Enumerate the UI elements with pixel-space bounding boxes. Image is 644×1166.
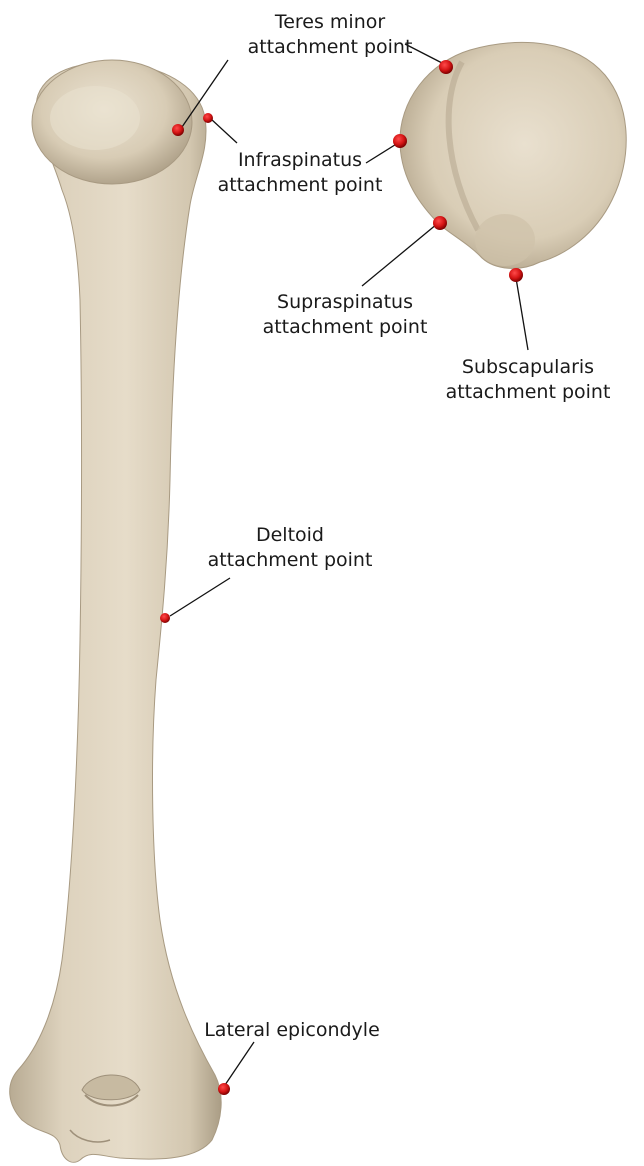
lesser-tuberosity bbox=[475, 214, 535, 266]
humerus-top-view bbox=[400, 42, 626, 268]
label-infraspinatus-line2: attachment point bbox=[200, 173, 400, 198]
label-lateral-epicondyle: Lateral epicondyle bbox=[192, 1018, 392, 1043]
label-teres-minor-line1: Teres minor bbox=[230, 10, 430, 35]
marker-supraspinatus bbox=[433, 216, 447, 230]
leader-subscapularis bbox=[516, 278, 528, 350]
label-infraspinatus: Infraspinatus attachment point bbox=[200, 148, 400, 198]
marker-subscapularis bbox=[509, 268, 523, 282]
humerus-shaft bbox=[10, 62, 221, 1162]
marker-lateral-epicondyle bbox=[218, 1083, 230, 1095]
label-deltoid-line1: Deltoid bbox=[190, 523, 390, 548]
label-teres-minor-line2: attachment point bbox=[230, 35, 430, 60]
marker-deltoid bbox=[160, 613, 170, 623]
leader-supraspinatus bbox=[362, 224, 437, 286]
label-subscapularis-line2: attachment point bbox=[428, 380, 628, 405]
label-deltoid-line2: attachment point bbox=[190, 548, 390, 573]
label-lateral-epicondyle-line1: Lateral epicondyle bbox=[192, 1018, 392, 1043]
marker-infraspinatus-front-b bbox=[203, 113, 213, 123]
label-supraspinatus-line2: attachment point bbox=[245, 315, 445, 340]
leader-lateral-epicondyle bbox=[225, 1042, 254, 1085]
label-supraspinatus-line1: Supraspinatus bbox=[245, 290, 445, 315]
label-teres-minor: Teres minor attachment point bbox=[230, 10, 430, 60]
leader-infraspinatus-outer bbox=[211, 119, 237, 143]
label-infraspinatus-line1: Infraspinatus bbox=[200, 148, 400, 173]
marker-infraspinatus-front-a bbox=[172, 124, 184, 136]
label-deltoid: Deltoid attachment point bbox=[190, 523, 390, 573]
leader-deltoid bbox=[170, 578, 230, 616]
marker-teres-minor bbox=[439, 60, 453, 74]
label-subscapularis-line1: Subscapularis bbox=[428, 355, 628, 380]
humeral-head-highlight bbox=[50, 86, 140, 150]
label-subscapularis: Subscapularis attachment point bbox=[428, 355, 628, 405]
humerus-front-view bbox=[10, 60, 221, 1162]
marker-infraspinatus-top bbox=[393, 134, 407, 148]
label-supraspinatus: Supraspinatus attachment point bbox=[245, 290, 445, 340]
